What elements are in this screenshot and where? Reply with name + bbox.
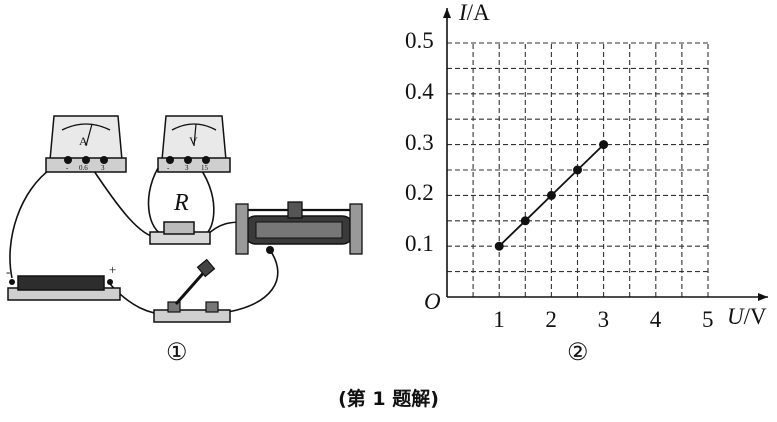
y-axis-arrow xyxy=(443,8,451,18)
voltmeter-terminal-neg-label: - xyxy=(167,164,170,172)
voltmeter-terminal-15-label: 15 xyxy=(201,164,208,172)
data-point xyxy=(520,216,530,226)
ammeter-terminal-3-label: 3 xyxy=(101,164,105,172)
x-axis-unit: V xyxy=(750,304,767,329)
ammeter-terminal-neg xyxy=(64,156,72,164)
figure2-marker: ② xyxy=(567,340,589,366)
y-tick-label: 0.3 xyxy=(405,129,434,155)
circuit-diagram xyxy=(7,115,363,323)
wire-rheostat-switch xyxy=(227,249,279,313)
y-tick-label: 0.2 xyxy=(405,180,434,206)
figure1-marker: ① xyxy=(166,340,188,366)
resistor-label: R xyxy=(174,190,189,216)
rheostat xyxy=(235,201,363,255)
voltmeter-terminal-3-label: 3 xyxy=(185,164,189,172)
data-point xyxy=(599,140,609,150)
x-tick-label: 1 xyxy=(493,307,505,332)
x-axis-title: U/V xyxy=(727,304,767,329)
battery xyxy=(7,275,121,301)
ammeter xyxy=(45,115,127,173)
battery-negative-label: - xyxy=(6,264,11,279)
voltmeter-terminal-neg xyxy=(166,156,174,164)
battery-positive-label: + xyxy=(109,262,117,277)
axes xyxy=(443,8,768,301)
data-point xyxy=(546,190,556,200)
voltmeter-terminal-15 xyxy=(202,156,210,164)
x-tick-label: 4 xyxy=(649,307,662,332)
x-tick-label: 5 xyxy=(702,307,714,332)
y-tick-label: 0.4 xyxy=(405,78,434,104)
caption: (第 1 题解) xyxy=(338,388,439,410)
series xyxy=(494,140,609,251)
resistor xyxy=(149,221,211,245)
voltmeter-symbol: V xyxy=(189,134,198,148)
y-tick-label: 0.5 xyxy=(405,28,434,53)
origin-label: O xyxy=(424,289,441,314)
x-axis-arrow xyxy=(758,293,768,301)
y-tick-label: 0.1 xyxy=(405,231,434,257)
data-point xyxy=(494,241,504,251)
y-axis-unit: A xyxy=(473,0,490,25)
wire-battery-ammeter xyxy=(9,167,53,279)
ammeter-terminal-neg-label: - xyxy=(66,164,69,172)
y-axis-title: I/A xyxy=(459,0,490,25)
y-axis-variable: I xyxy=(459,0,467,25)
data-point xyxy=(573,165,582,175)
switch xyxy=(153,258,231,323)
x-tick-label: 2 xyxy=(545,307,557,332)
ammeter-symbol: A xyxy=(79,134,88,148)
voltmeter-terminal-3 xyxy=(184,156,192,164)
x-tick-label: 3 xyxy=(597,307,610,332)
ammeter-terminal-06 xyxy=(82,156,90,164)
ammeter-terminal-3 xyxy=(100,156,108,164)
ammeter-terminal-06-label: 0.6 xyxy=(79,164,88,172)
x-axis-variable: U xyxy=(727,304,744,329)
voltmeter xyxy=(157,115,231,173)
